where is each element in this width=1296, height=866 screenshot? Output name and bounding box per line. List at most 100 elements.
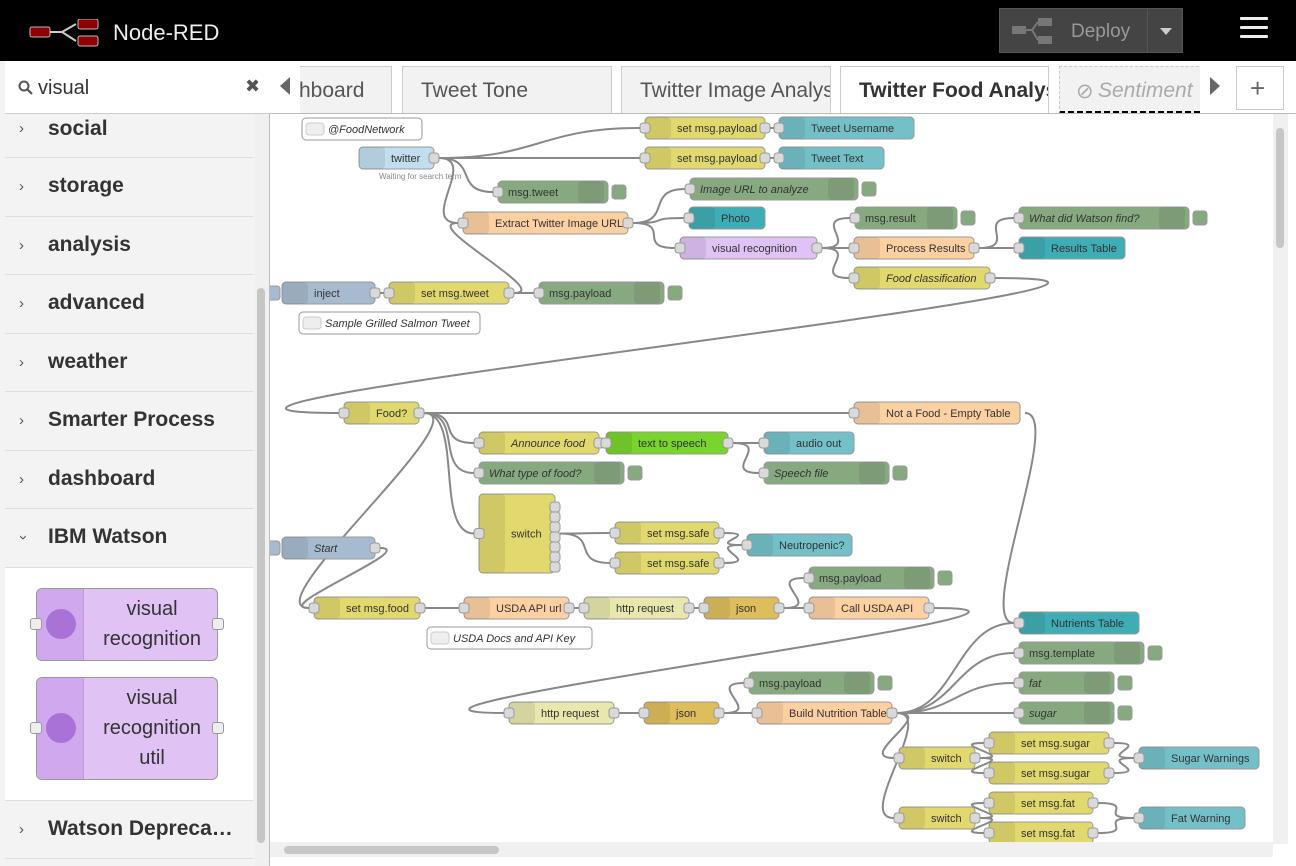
flow-node-d6[interactable]: Speech file [758, 461, 908, 485]
input-port[interactable] [893, 752, 905, 764]
flow-node-h1[interactable]: http request [578, 596, 695, 620]
debug-toggle[interactable] [1117, 675, 1133, 691]
debug-toggle[interactable] [611, 184, 627, 200]
debug-toggle[interactable] [861, 181, 877, 197]
wire[interactable] [881, 712, 910, 759]
flow-node-f6[interactable]: Build Nutrition Table [751, 701, 898, 725]
input-port[interactable] [1013, 242, 1025, 254]
debug-toggle[interactable] [627, 465, 643, 481]
palette-scrollbar[interactable] [255, 114, 269, 866]
wire[interactable] [896, 622, 1015, 714]
input-port[interactable] [638, 707, 650, 719]
wire[interactable] [723, 544, 743, 564]
output-port[interactable] [923, 602, 935, 614]
input-port[interactable] [698, 602, 710, 614]
input-port[interactable] [848, 272, 860, 284]
flow-node-d11[interactable]: sugar [1013, 701, 1133, 725]
debug-toggle[interactable] [877, 675, 893, 691]
output-port[interactable] [549, 501, 561, 513]
output-port[interactable] [622, 217, 634, 229]
flow-node-ao[interactable]: audio out [758, 431, 855, 455]
wire[interactable] [732, 442, 760, 474]
debug-toggle[interactable] [1192, 210, 1208, 226]
input-port[interactable] [751, 707, 763, 719]
input-port[interactable] [983, 827, 995, 839]
flow-node-sw3[interactable]: switch [893, 746, 981, 770]
output-port[interactable] [722, 437, 734, 449]
flow-node-s8[interactable]: set msg.food [308, 596, 426, 620]
palette-node-visual-recognition-util[interactable]: visual recognition util [30, 676, 224, 780]
input-port[interactable] [848, 407, 860, 419]
output-port[interactable] [773, 602, 785, 614]
flow-node-f4[interactable]: USDA API url [458, 596, 575, 620]
wire[interactable] [559, 532, 611, 564]
flow-node-u4[interactable]: Sugar Warnings [1133, 746, 1260, 770]
category-analysis[interactable]: ›analysis [5, 216, 253, 275]
debug-toggle[interactable] [1147, 645, 1163, 661]
output-port[interactable] [549, 551, 561, 563]
input-port[interactable] [684, 183, 696, 195]
flow-node-f5[interactable]: Call USDA API [803, 596, 935, 620]
flow-node-c1[interactable]: @FoodNetwork [301, 117, 423, 141]
workspace-vertical-scrollbar[interactable] [1273, 114, 1288, 844]
horizontal-scroll-thumb[interactable] [284, 846, 499, 854]
flow-node-s6[interactable]: set msg.safe [609, 521, 725, 545]
tab-sentiment[interactable]: ⊘ Sentiment [1059, 66, 1209, 113]
output-port[interactable] [549, 531, 561, 543]
wire[interactable] [423, 412, 475, 535]
wire[interactable] [632, 222, 676, 249]
wire[interactable] [468, 607, 970, 714]
wire[interactable] [821, 217, 851, 249]
inject-button[interactable] [270, 285, 281, 301]
input-port[interactable] [30, 618, 42, 630]
palette-node-visual-recognition[interactable]: visual recognition [30, 587, 224, 661]
flow-node-d1[interactable]: msg.tweet [492, 180, 627, 204]
output-port[interactable] [563, 602, 575, 614]
add-tab-button[interactable]: + [1236, 66, 1284, 110]
input-port[interactable] [1013, 647, 1025, 659]
wire[interactable] [298, 412, 435, 609]
output-port[interactable] [212, 618, 224, 630]
flow-node-d4[interactable]: What did Watson find? [1013, 206, 1208, 230]
flow-node-d9[interactable]: msg.template [1013, 641, 1163, 665]
category-social[interactable]: ›social [5, 114, 253, 158]
flow-node-s11[interactable]: set msg.fat [983, 791, 1099, 815]
output-port[interactable] [212, 722, 224, 734]
category-ibm-watson[interactable]: ›IBM Watson [5, 509, 253, 568]
output-port[interactable] [886, 707, 898, 719]
output-port[interactable] [549, 561, 561, 573]
input-port[interactable] [773, 122, 785, 134]
flow-node-s2[interactable]: set msg.payload [639, 146, 771, 170]
input-port[interactable] [758, 437, 770, 449]
category-dashboard[interactable]: ›dashboard [5, 450, 253, 509]
flow-node-d2[interactable]: Image URL to analyze [684, 177, 877, 201]
input-port[interactable] [639, 122, 651, 134]
wire[interactable] [284, 277, 1050, 414]
input-port[interactable] [503, 707, 515, 719]
input-port[interactable] [893, 812, 905, 824]
wire[interactable] [783, 577, 805, 609]
category-smarter-process[interactable]: ›Smarter Process [5, 392, 253, 451]
input-port[interactable] [1013, 212, 1025, 224]
flow-node-d8[interactable]: msg.payload [803, 566, 953, 590]
wire[interactable] [821, 247, 850, 279]
input-port[interactable] [308, 602, 320, 614]
output-port[interactable] [369, 542, 381, 554]
tab-tweet-tone[interactable]: Tweet Tone [402, 66, 612, 113]
input-port[interactable] [674, 242, 686, 254]
deploy-button[interactable]: Deploy [999, 8, 1183, 53]
vertical-scroll-thumb[interactable] [1276, 128, 1284, 248]
wire[interactable] [896, 652, 1015, 714]
debug-toggle[interactable] [960, 210, 976, 226]
wire[interactable] [970, 802, 994, 819]
output-port[interactable] [428, 152, 440, 164]
input-port[interactable] [1133, 752, 1145, 764]
flow-node-c3[interactable]: USDA Docs and API Key [426, 626, 593, 650]
category-watson-deprecated[interactable]: ›Watson Depreca… [5, 800, 253, 859]
debug-toggle[interactable] [667, 285, 683, 301]
input-port[interactable] [533, 287, 545, 299]
input-port[interactable] [983, 797, 995, 809]
input-port[interactable] [492, 186, 504, 198]
flow-node-s10[interactable]: set msg.sugar [983, 761, 1115, 785]
